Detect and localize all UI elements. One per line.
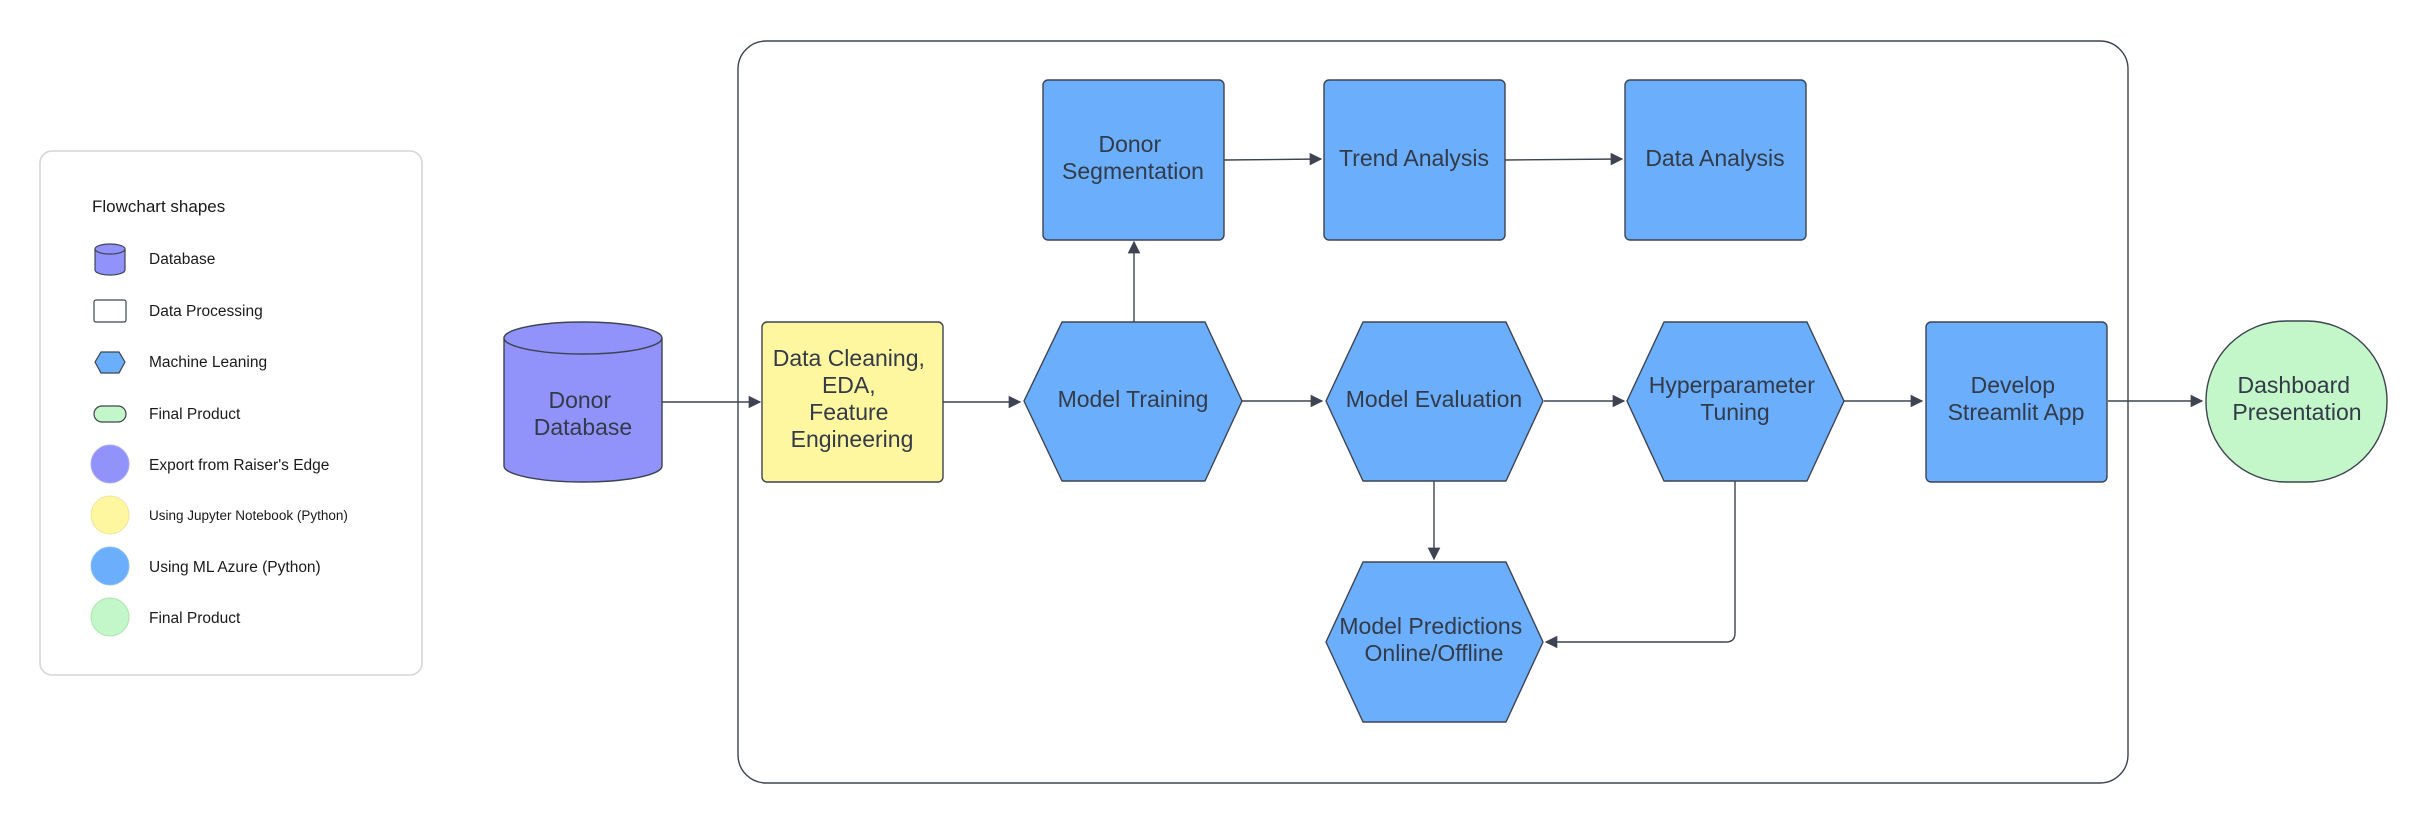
edge-tuning-to-predictions (1544, 481, 1736, 649)
svg-text:Dashboard Presentation: Dashboard Presentation (2232, 372, 2361, 425)
node-model-evaluation: Model Evaluation (1325, 321, 1544, 482)
pipeline-container (737, 40, 2129, 784)
node-label-line: Data Analysis (1645, 145, 1784, 171)
node-label-line: Online/Offline (1365, 640, 1504, 666)
node-label-line: Dashboard (2238, 372, 2351, 398)
node-label-line: Feature (809, 399, 888, 425)
svg-text:Develop Streamlit App: Develop Streamlit App (1948, 372, 2085, 425)
legend: Flowchart shapes Database Data Processin… (39, 150, 423, 676)
legend-item: Using ML Azure (Python) (90, 546, 321, 586)
node-donor-database: Donor Database (503, 321, 663, 483)
svg-text:Donor Database: Donor Database (534, 387, 632, 440)
circle-icon (90, 495, 130, 535)
legend-item: Database (94, 243, 215, 276)
node-label-line: Model Training (1058, 386, 1209, 412)
circle-icon (90, 597, 130, 637)
node-trend-analysis: Trend Analysis (1323, 79, 1506, 241)
legend-label: Data Processing (149, 303, 263, 320)
circle-icon (90, 444, 130, 484)
rectangle-icon (93, 299, 127, 323)
node-data-analysis: Data Analysis (1624, 79, 1807, 241)
edge-trend-to-data-analysis (1504, 152, 1624, 166)
legend-item: Using Jupyter Notebook (Python) (90, 495, 348, 535)
legend-item: Final Product (93, 405, 241, 423)
edges (662, 152, 2204, 649)
node-label-line: Donor (548, 387, 611, 413)
svg-text:Model Training: Model Training (1058, 386, 1209, 412)
hexagon-icon (94, 351, 126, 374)
legend-label: Using Jupyter Notebook (Python) (149, 508, 348, 523)
node-label-line: Trend Analysis (1339, 145, 1489, 171)
stadium-icon (93, 405, 127, 423)
node-model-predictions: Model Predictions Online/Offline (1325, 561, 1544, 723)
legend-item: Final Product (90, 597, 241, 637)
node-label-line: Segmentation (1062, 158, 1204, 184)
edge-segmentation-to-trend (1223, 152, 1323, 166)
legend-item: Machine Leaning (94, 351, 267, 374)
legend-label: Machine Leaning (149, 354, 267, 371)
svg-text:Data Cleaning, EDA,: Data Cleaning, EDA, Feature Engineering (773, 345, 932, 452)
svg-text:Model Evaluation: Model Evaluation (1346, 386, 1522, 412)
node-develop-streamlit: Develop Streamlit App (1925, 321, 2108, 483)
node-label-line: Model Evaluation (1346, 386, 1522, 412)
svg-text:Donor Segmentation: Donor Segmentation (1062, 131, 1204, 184)
legend-label: Final Product (149, 610, 241, 627)
node-dashboard-presentation: Dashboard Presentation (2205, 320, 2388, 483)
legend-label: Using ML Azure (Python) (149, 559, 321, 576)
legend-title: Flowchart shapes (92, 197, 225, 216)
legend-label: Final Product (149, 406, 241, 423)
legend-item: Data Processing (93, 299, 263, 323)
legend-box (39, 150, 423, 676)
node-label-line: EDA, (822, 372, 876, 398)
node-label-line: Model Predictions (1339, 613, 1522, 639)
circle-icon (90, 546, 130, 586)
node-model-training: Model Training (1023, 321, 1243, 482)
svg-text:Trend Analysis: Trend Analysis (1339, 145, 1489, 171)
cylinder-icon (94, 243, 126, 276)
node-label-line: Database (534, 414, 632, 440)
svg-text:Data Analysis: Data Analysis (1645, 145, 1784, 171)
node-label-line: Presentation (2232, 399, 2361, 425)
node-label-line: Streamlit App (1948, 399, 2085, 425)
node-hyperparameter-tuning: Hyperparameter Tuning (1626, 321, 1845, 482)
node-label-line: Donor (1098, 131, 1161, 157)
node-label-line: Tuning (1700, 399, 1769, 425)
legend-item: Export from Raiser's Edge (90, 444, 329, 484)
node-label-line: Hyperparameter (1649, 372, 1816, 398)
node-data-cleaning: Data Cleaning, EDA, Feature Engineering (761, 321, 944, 483)
node-donor-segmentation: Donor Segmentation (1042, 79, 1225, 241)
node-label-line: Develop (1971, 372, 2055, 398)
svg-text:Hyperparameter Tuning: Hyperparameter Tuning (1649, 372, 1822, 425)
svg-text:Model Predictions Online: Model Predictions Online/Offline (1339, 613, 1528, 666)
legend-label: Database (149, 251, 215, 268)
node-label-line: Data Cleaning, (773, 345, 925, 371)
node-label-line: Engineering (791, 426, 914, 452)
legend-label: Export from Raiser's Edge (149, 457, 329, 474)
